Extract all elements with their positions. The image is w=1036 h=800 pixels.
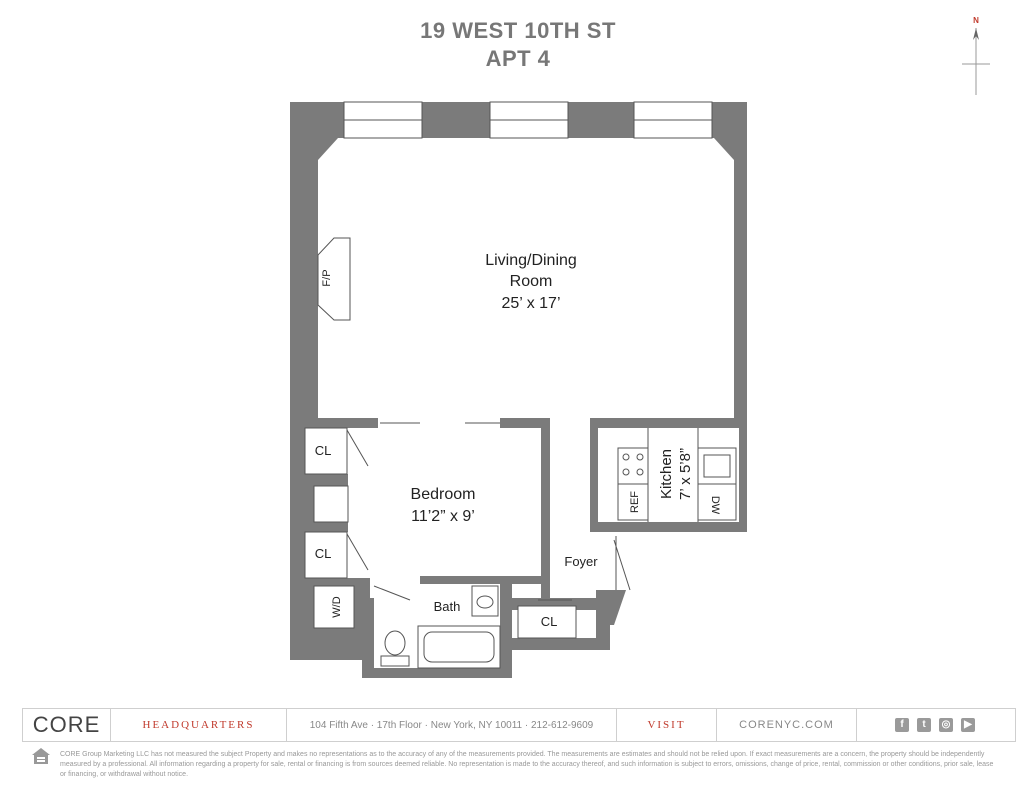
closet-label-2: CL	[315, 546, 332, 561]
living-room-label-2: Room	[510, 273, 553, 290]
footer-bar: CORE HEADQUARTERS 104 Fifth Ave · 17th F…	[22, 708, 1016, 742]
living-room-dims: 25’ x 17’	[502, 295, 561, 312]
facebook-icon[interactable]: f	[895, 718, 909, 732]
north-label: N	[973, 16, 979, 25]
instagram-icon[interactable]: ◎	[939, 718, 953, 732]
bedroom-dims: 11’2” x 9’	[411, 508, 475, 525]
address-title: 19 WEST 10TH ST	[420, 18, 616, 43]
walls	[290, 102, 747, 678]
kitchen-fixtures	[617, 428, 737, 522]
kitchen-dims: 7’ x 5’8”	[677, 448, 694, 500]
floor-plan: N	[290, 16, 990, 678]
visit-cell: VISIT	[617, 709, 717, 741]
headquarters-cell: HEADQUARTERS	[111, 709, 287, 741]
social-cell: f t ◎ ▶	[857, 709, 1013, 741]
headquarters-label: HEADQUARTERS	[142, 719, 255, 731]
disclaimer-text: CORE Group Marketing LLC has not measure…	[60, 751, 994, 778]
core-logo: CORE	[23, 709, 111, 741]
website-link[interactable]: CORENYC.COM	[739, 719, 834, 731]
fireplace: F/P	[317, 237, 351, 321]
living-room-label: Living/Dining	[485, 252, 577, 269]
visit-label: VISIT	[647, 719, 686, 731]
dw-label: DW	[709, 496, 721, 515]
twitter-icon[interactable]: t	[917, 718, 931, 732]
windows	[343, 101, 713, 139]
bath-fixtures	[380, 585, 501, 669]
closet-label-1: CL	[315, 443, 332, 458]
wd-label: W/D	[331, 596, 343, 617]
foyer-label: Foyer	[564, 554, 598, 569]
equal-housing-icon	[32, 748, 50, 764]
washer-dryer: W/D	[313, 585, 355, 629]
address-cell: 104 Fifth Ave · 17th Floor · New York, N…	[287, 709, 617, 741]
fireplace-label: F/P	[321, 269, 333, 286]
ref-label: REF	[629, 491, 641, 513]
bath-label: Bath	[434, 599, 461, 614]
closet-label-3: CL	[541, 614, 558, 629]
foyer-closet	[517, 599, 577, 639]
youtube-icon[interactable]: ▶	[961, 718, 975, 732]
closets-left	[304, 427, 369, 579]
compass-icon: N	[962, 16, 990, 95]
unit-title: APT 4	[485, 46, 551, 71]
footer-address: 104 Fifth Ave · 17th Floor · New York, N…	[309, 719, 594, 731]
kitchen-label: Kitchen	[658, 449, 675, 499]
website-cell[interactable]: CORENYC.COM	[717, 709, 857, 741]
doors	[373, 422, 631, 601]
bedroom-label: Bedroom	[411, 486, 476, 503]
